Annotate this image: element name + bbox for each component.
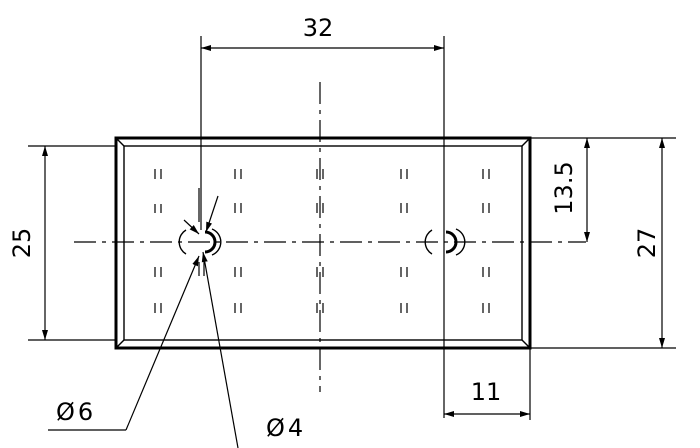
- leader-inner-diameter: [201, 195, 239, 448]
- plate-corner-tr: [521, 137, 531, 147]
- dimple-pattern: [154, 169, 490, 313]
- left-hole-outer-arc-left: [178, 229, 187, 255]
- plate-outline: [114, 136, 532, 350]
- leader-line-6: [125, 255, 200, 431]
- dim-label-diameter-6: Ø6: [56, 398, 96, 426]
- dim-inner-height: [28, 145, 116, 341]
- dim-label-11: 11: [471, 378, 502, 406]
- dim-hole-spacing: [200, 36, 445, 418]
- dim-label-25: 25: [8, 228, 36, 259]
- left-hole-outer-arc-right: [211, 228, 222, 256]
- plate-corner-bl: [115, 339, 125, 349]
- leader-line-4: [201, 251, 239, 448]
- plate-corner-tl: [115, 137, 125, 147]
- right-hole-inner-arc: [445, 230, 458, 254]
- right-hole: [424, 228, 466, 256]
- plate-inner-edge: [123, 145, 523, 341]
- dim-label-diameter-4: Ø4: [266, 414, 306, 442]
- leader-arrow-4-top: [205, 195, 219, 233]
- leader-arrow-6-top: [183, 219, 200, 235]
- dim-right-offset: [444, 348, 531, 420]
- centerlines: [74, 82, 586, 392]
- plate-outer-edge: [114, 136, 532, 350]
- dim-label-32: 32: [303, 14, 334, 42]
- plate-corner-br: [521, 339, 531, 349]
- right-hole-outer-arc-right: [455, 228, 466, 256]
- left-hole-inner-arc: [204, 230, 217, 254]
- dim-overall-height: [530, 137, 676, 349]
- dim-label-27: 27: [633, 228, 661, 259]
- dim-center-height: [530, 137, 598, 242]
- left-hole: [178, 188, 222, 276]
- dim-label-13-5: 13.5: [550, 161, 578, 214]
- leader-outer-diameter: [48, 219, 200, 431]
- right-hole-outer-arc-left: [424, 229, 433, 255]
